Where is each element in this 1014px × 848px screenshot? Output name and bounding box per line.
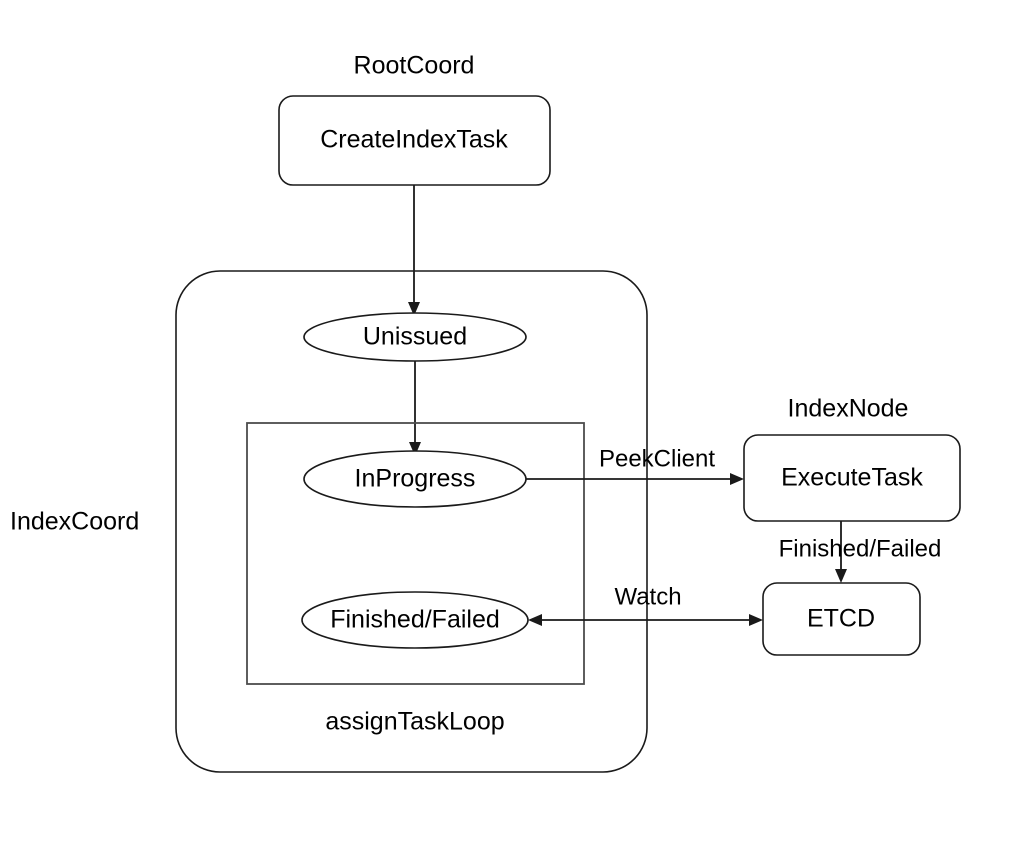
group-label-assigntaskloop: assignTaskLoop bbox=[325, 708, 504, 736]
edge-label-finished-failed: Finished/Failed bbox=[779, 535, 942, 562]
arrowhead-watch-left bbox=[528, 614, 542, 626]
group-container-indexcoord bbox=[175, 270, 648, 773]
arrowhead-inprogress-to-executetask bbox=[730, 473, 744, 485]
group-label-rootcoord: RootCoord bbox=[354, 52, 475, 80]
node-label-create-index-task: CreateIndexTask bbox=[320, 126, 508, 154]
group-label-indexnode: IndexNode bbox=[788, 395, 909, 423]
edge-label-watch: Watch bbox=[614, 583, 681, 610]
node-label-finished-failed: Finished/Failed bbox=[330, 606, 500, 634]
arrowhead-executetask-to-etcd bbox=[835, 569, 847, 583]
arrowhead-watch-right bbox=[749, 614, 763, 626]
arrowhead-unissued-to-inprogress bbox=[409, 442, 421, 456]
node-label-execute-task: ExecuteTask bbox=[781, 464, 923, 492]
node-label-inprogress: InProgress bbox=[355, 465, 476, 493]
group-container-assigntaskloop bbox=[246, 422, 585, 685]
node-execute-task[interactable] bbox=[743, 434, 961, 522]
node-label-etcd: ETCD bbox=[807, 605, 875, 633]
arrowhead-create-to-unissued bbox=[408, 302, 420, 316]
group-label-indexcoord: IndexCoord bbox=[10, 508, 139, 536]
node-label-unissued: Unissued bbox=[363, 323, 467, 351]
node-etcd[interactable] bbox=[762, 582, 921, 656]
edge-label-peekclient: PeekClient bbox=[599, 445, 715, 472]
